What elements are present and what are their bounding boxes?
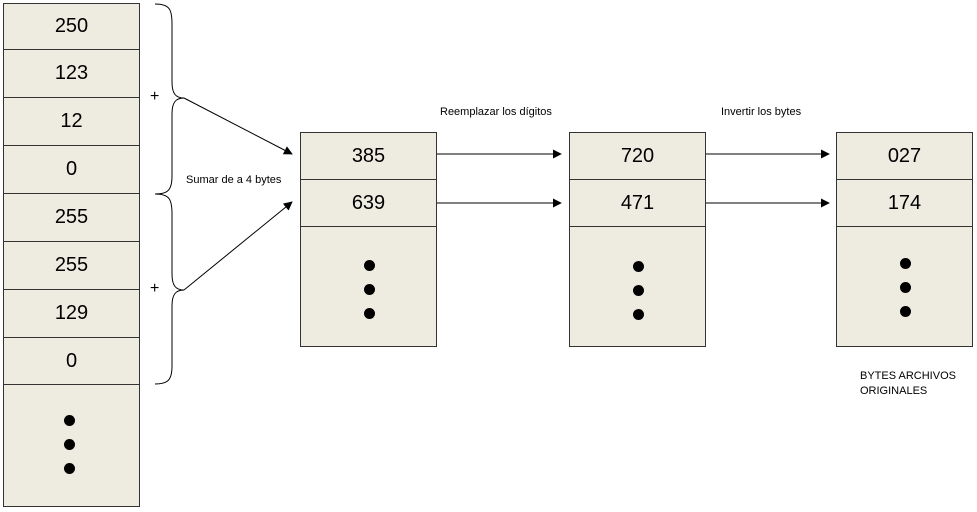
reverse-ellipsis-cell: [836, 226, 973, 347]
sum-cell: 639: [300, 179, 437, 227]
arrow-sum-2: [183, 201, 293, 291]
sum-cell: 385: [300, 132, 437, 180]
ellipsis-dot: [64, 463, 75, 474]
ellipsis-dot: [900, 282, 911, 293]
ellipsis-dot: [900, 306, 911, 317]
sum-ellipsis-cell: [300, 226, 437, 347]
arrow-sum-1: [183, 97, 293, 155]
sum-step-label: Sumar de a 4 bytes: [186, 174, 282, 186]
left-ellipsis-cell: [3, 384, 140, 507]
left-byte-cell: 255: [3, 193, 140, 242]
reverse-cell: 174: [836, 179, 973, 227]
ellipsis-dot: [633, 285, 644, 296]
reverse-step-label: Invertir los bytes: [721, 106, 802, 118]
plus-sign: +: [150, 88, 160, 105]
left-byte-cell: 12: [3, 97, 140, 146]
left-byte-cell: 255: [3, 241, 140, 290]
replace-ellipsis-cell: [569, 226, 706, 347]
ellipsis-dot: [64, 439, 75, 450]
plus-sign: +: [150, 280, 160, 297]
replace-cell: 471: [569, 179, 706, 227]
left-byte-cell: 250: [3, 3, 140, 50]
left-byte-cell: 129: [3, 289, 140, 338]
replace-cell: 720: [569, 132, 706, 180]
ellipsis-dot: [64, 415, 75, 426]
ellipsis-dot: [633, 261, 644, 272]
reverse-cell: 027: [836, 132, 973, 180]
ellipsis-dot: [900, 258, 911, 269]
ellipsis-dot: [633, 309, 644, 320]
replace-step-label: Reemplazar los dígitos: [440, 106, 552, 118]
ellipsis-dot: [364, 284, 375, 295]
upper-brace: [154, 3, 185, 195]
ellipsis-dot: [364, 260, 375, 271]
ellipsis-dot: [364, 308, 375, 319]
lower-brace: [154, 193, 185, 385]
original-bytes-label: BYTES ARCHIVOS ORIGINALES: [860, 370, 956, 397]
left-byte-cell: 0: [3, 337, 140, 385]
